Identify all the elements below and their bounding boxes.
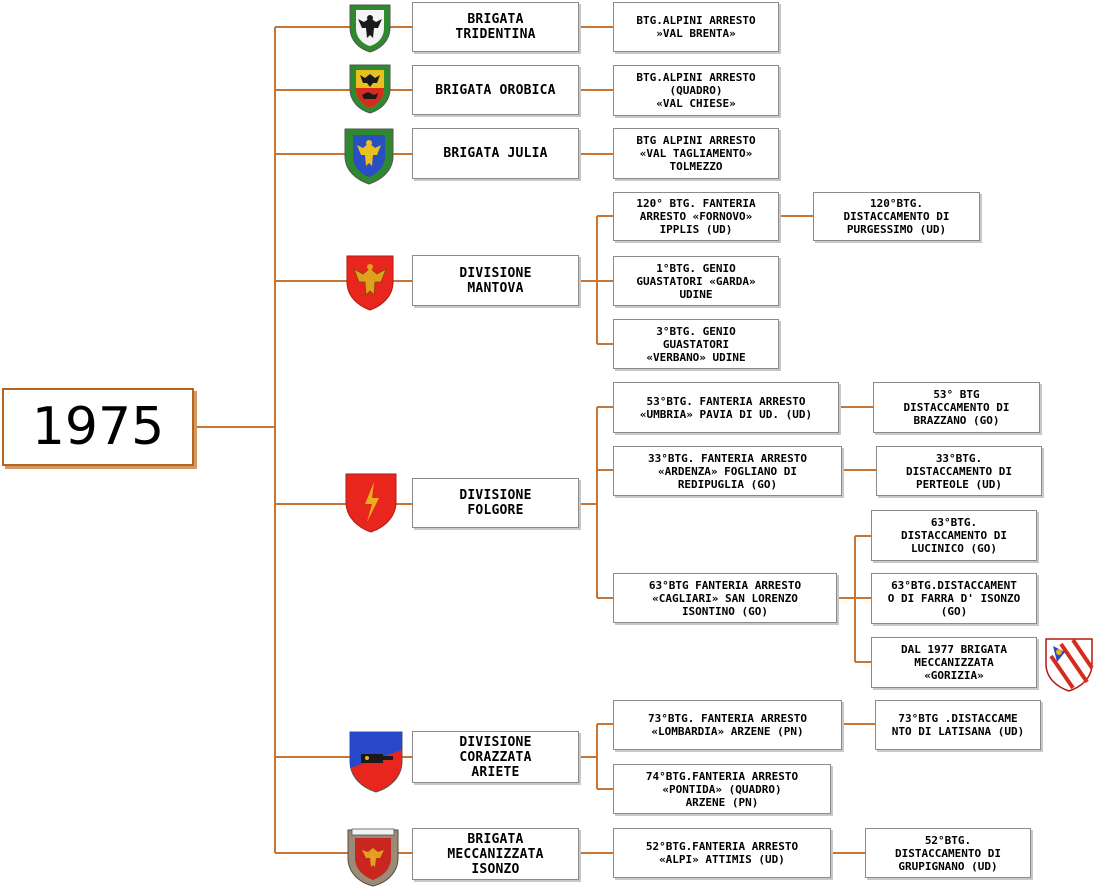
subunit-fornovo: 120° BTG. FANTERIA ARRESTO «FORNOVO» IPP…: [613, 192, 779, 241]
subunit-garda: 1°BTG. GENIO GUASTATORI «GARDA» UDINE: [613, 256, 779, 306]
unit-box-mantova: DIVISIONE MANTOVA: [412, 255, 579, 306]
subunit-cagliari: 63°BTG FANTERIA ARRESTO «CAGLIARI» SAN L…: [613, 573, 837, 623]
subunit-val-tagliamento: BTG ALPINI ARRESTO «VAL TAGLIAMENTO» TOL…: [613, 128, 779, 179]
folgore-crest-icon: [345, 473, 397, 533]
isonzo-crest-icon: [347, 828, 399, 887]
subunit-lombardia: 73°BTG. FANTERIA ARRESTO «LOMBARDIA» ARZ…: [613, 700, 842, 750]
subunit-pontida: 74°BTG.FANTERIA ARRESTO «PONTIDA» (QUADR…: [613, 764, 831, 814]
tridentina-crest-icon: [349, 4, 391, 53]
subunit-ardenza: 33°BTG. FANTERIA ARRESTO «ARDENZA» FOGLI…: [613, 446, 842, 496]
unit-box-tridentina: BRIGATA TRIDENTINA: [412, 2, 579, 52]
unit-box-isonzo: BRIGATA MECCANIZZATA ISONZO: [412, 828, 579, 880]
note-brigata-gorizia: DAL 1977 BRIGATA MECCANIZZATA «GORIZIA»: [871, 637, 1037, 688]
detachment-purgessimo: 120°BTG. DISTACCAMENTO DI PURGESSIMO (UD…: [813, 192, 980, 241]
unit-box-julia: BRIGATA JULIA: [412, 128, 579, 179]
gorizia-crest-icon: [1045, 638, 1094, 692]
mantova-crest-icon: [346, 255, 394, 311]
detachment-farra-d-isonzo: 63°BTG.DISTACCAMENT O DI FARRA D' ISONZO…: [871, 573, 1037, 624]
detachment-brazzano: 53° BTG DISTACCAMENTO DI BRAZZANO (GO): [873, 382, 1040, 433]
julia-crest-icon: [344, 128, 394, 185]
detachment-perteole: 33°BTG. DISTACCAMENTO DI PERTEOLE (UD): [876, 446, 1042, 496]
detachment-latisana: 73°BTG .DISTACCAME NTO DI LATISANA (UD): [875, 700, 1041, 750]
subunit-verbano: 3°BTG. GENIO GUASTATORI «VERBANO» UDINE: [613, 319, 779, 369]
unit-box-folgore: DIVISIONE FOLGORE: [412, 478, 579, 528]
unit-box-orobica: BRIGATA OROBICA: [412, 65, 579, 115]
ariete-crest-icon: [349, 731, 403, 793]
subunit-val-brenta: BTG.ALPINI ARRESTO »VAL BRENTA»: [613, 2, 779, 52]
year-box: 1975: [2, 388, 194, 466]
subunit-umbria: 53°BTG. FANTERIA ARRESTO «UMBRIA» PAVIA …: [613, 382, 839, 433]
orobica-crest-icon: [349, 64, 391, 114]
detachment-grupignano: 52°BTG. DISTACCAMENTO DI GRUPIGNANO (UD): [865, 828, 1031, 878]
detachment-lucinico: 63°BTG. DISTACCAMENTO DI LUCINICO (GO): [871, 510, 1037, 561]
subunit-alpi: 52°BTG.FANTERIA ARRESTO «ALPI» ATTIMIS (…: [613, 828, 831, 878]
unit-box-ariete: DIVISIONE CORAZZATA ARIETE: [412, 731, 579, 783]
subunit-val-chiese: BTG.ALPINI ARRESTO (QUADRO) «VAL CHIESE»: [613, 65, 779, 116]
